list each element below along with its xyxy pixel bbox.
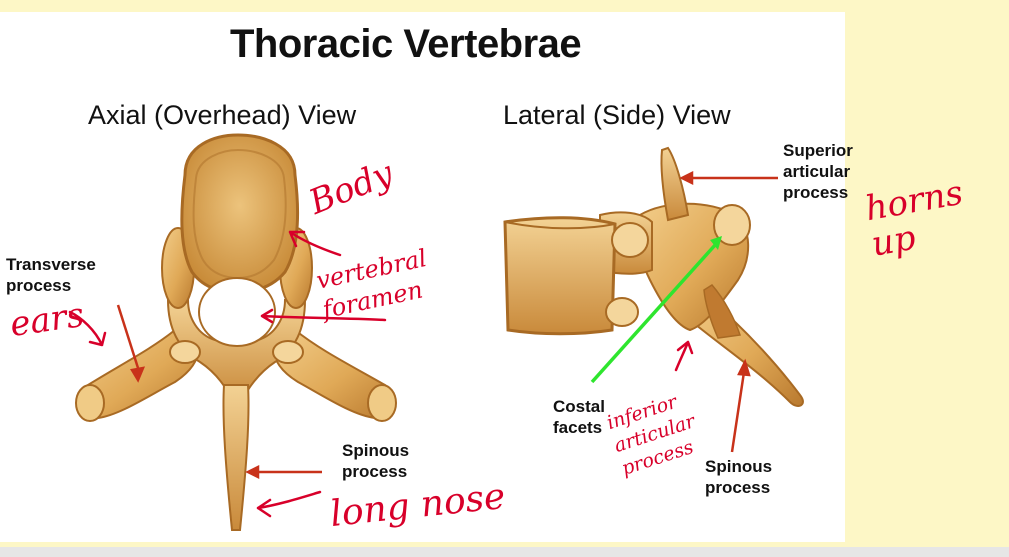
lateral-costal-facet-upper — [611, 222, 649, 258]
axial-vertebral-body — [180, 133, 299, 294]
axial-vertebral-foramen — [198, 277, 276, 347]
label-spinous-process-axial: Spinous process — [342, 441, 410, 481]
ink-arrow-nose — [256, 490, 322, 518]
ink-arrow-inferior — [674, 340, 694, 372]
arrow-transverse-process — [116, 304, 140, 369]
lateral-view-heading: Lateral (Side) View — [503, 100, 731, 130]
axial-body-rim — [192, 148, 287, 280]
ink-arrow-body — [288, 230, 342, 257]
axial-tp-tip-right — [367, 384, 397, 422]
axial-view-heading: Axial (Overhead) View — [88, 100, 357, 130]
axial-spinous-process — [222, 384, 250, 531]
label-costal-facets: Costal facets — [553, 397, 605, 437]
lateral-transverse-facet — [713, 204, 751, 246]
ink-arrow-ears — [68, 310, 107, 347]
label-spinous-process-lateral: Spinous process — [705, 457, 773, 497]
lateral-vertebra — [503, 146, 804, 407]
bottom-strip — [0, 547, 1009, 557]
axial-tp-tip-left — [75, 384, 105, 422]
lateral-inferior-articular-process — [703, 284, 741, 339]
axial-articular-facet-left — [169, 340, 201, 364]
page-title: Thoracic Vertebrae — [230, 22, 582, 66]
label-transverse-process: Transverse process — [6, 255, 96, 295]
axial-vertebra — [75, 133, 397, 531]
lateral-costal-facet-lower — [605, 297, 639, 327]
costal-facet-arrow — [590, 236, 722, 384]
pointer-arrows — [116, 170, 778, 480]
lateral-vertebral-body — [503, 216, 617, 336]
arrow-spinous-process-lateral — [730, 371, 746, 453]
ink-strokes — [68, 230, 694, 518]
label-superior-articular-process: Superior articular process — [783, 141, 853, 202]
ink-arrow-foramen — [260, 308, 387, 324]
lateral-body-top-rim — [504, 221, 616, 230]
lateral-superior-articular-process — [660, 146, 690, 222]
axial-articular-facet-right — [272, 340, 304, 364]
